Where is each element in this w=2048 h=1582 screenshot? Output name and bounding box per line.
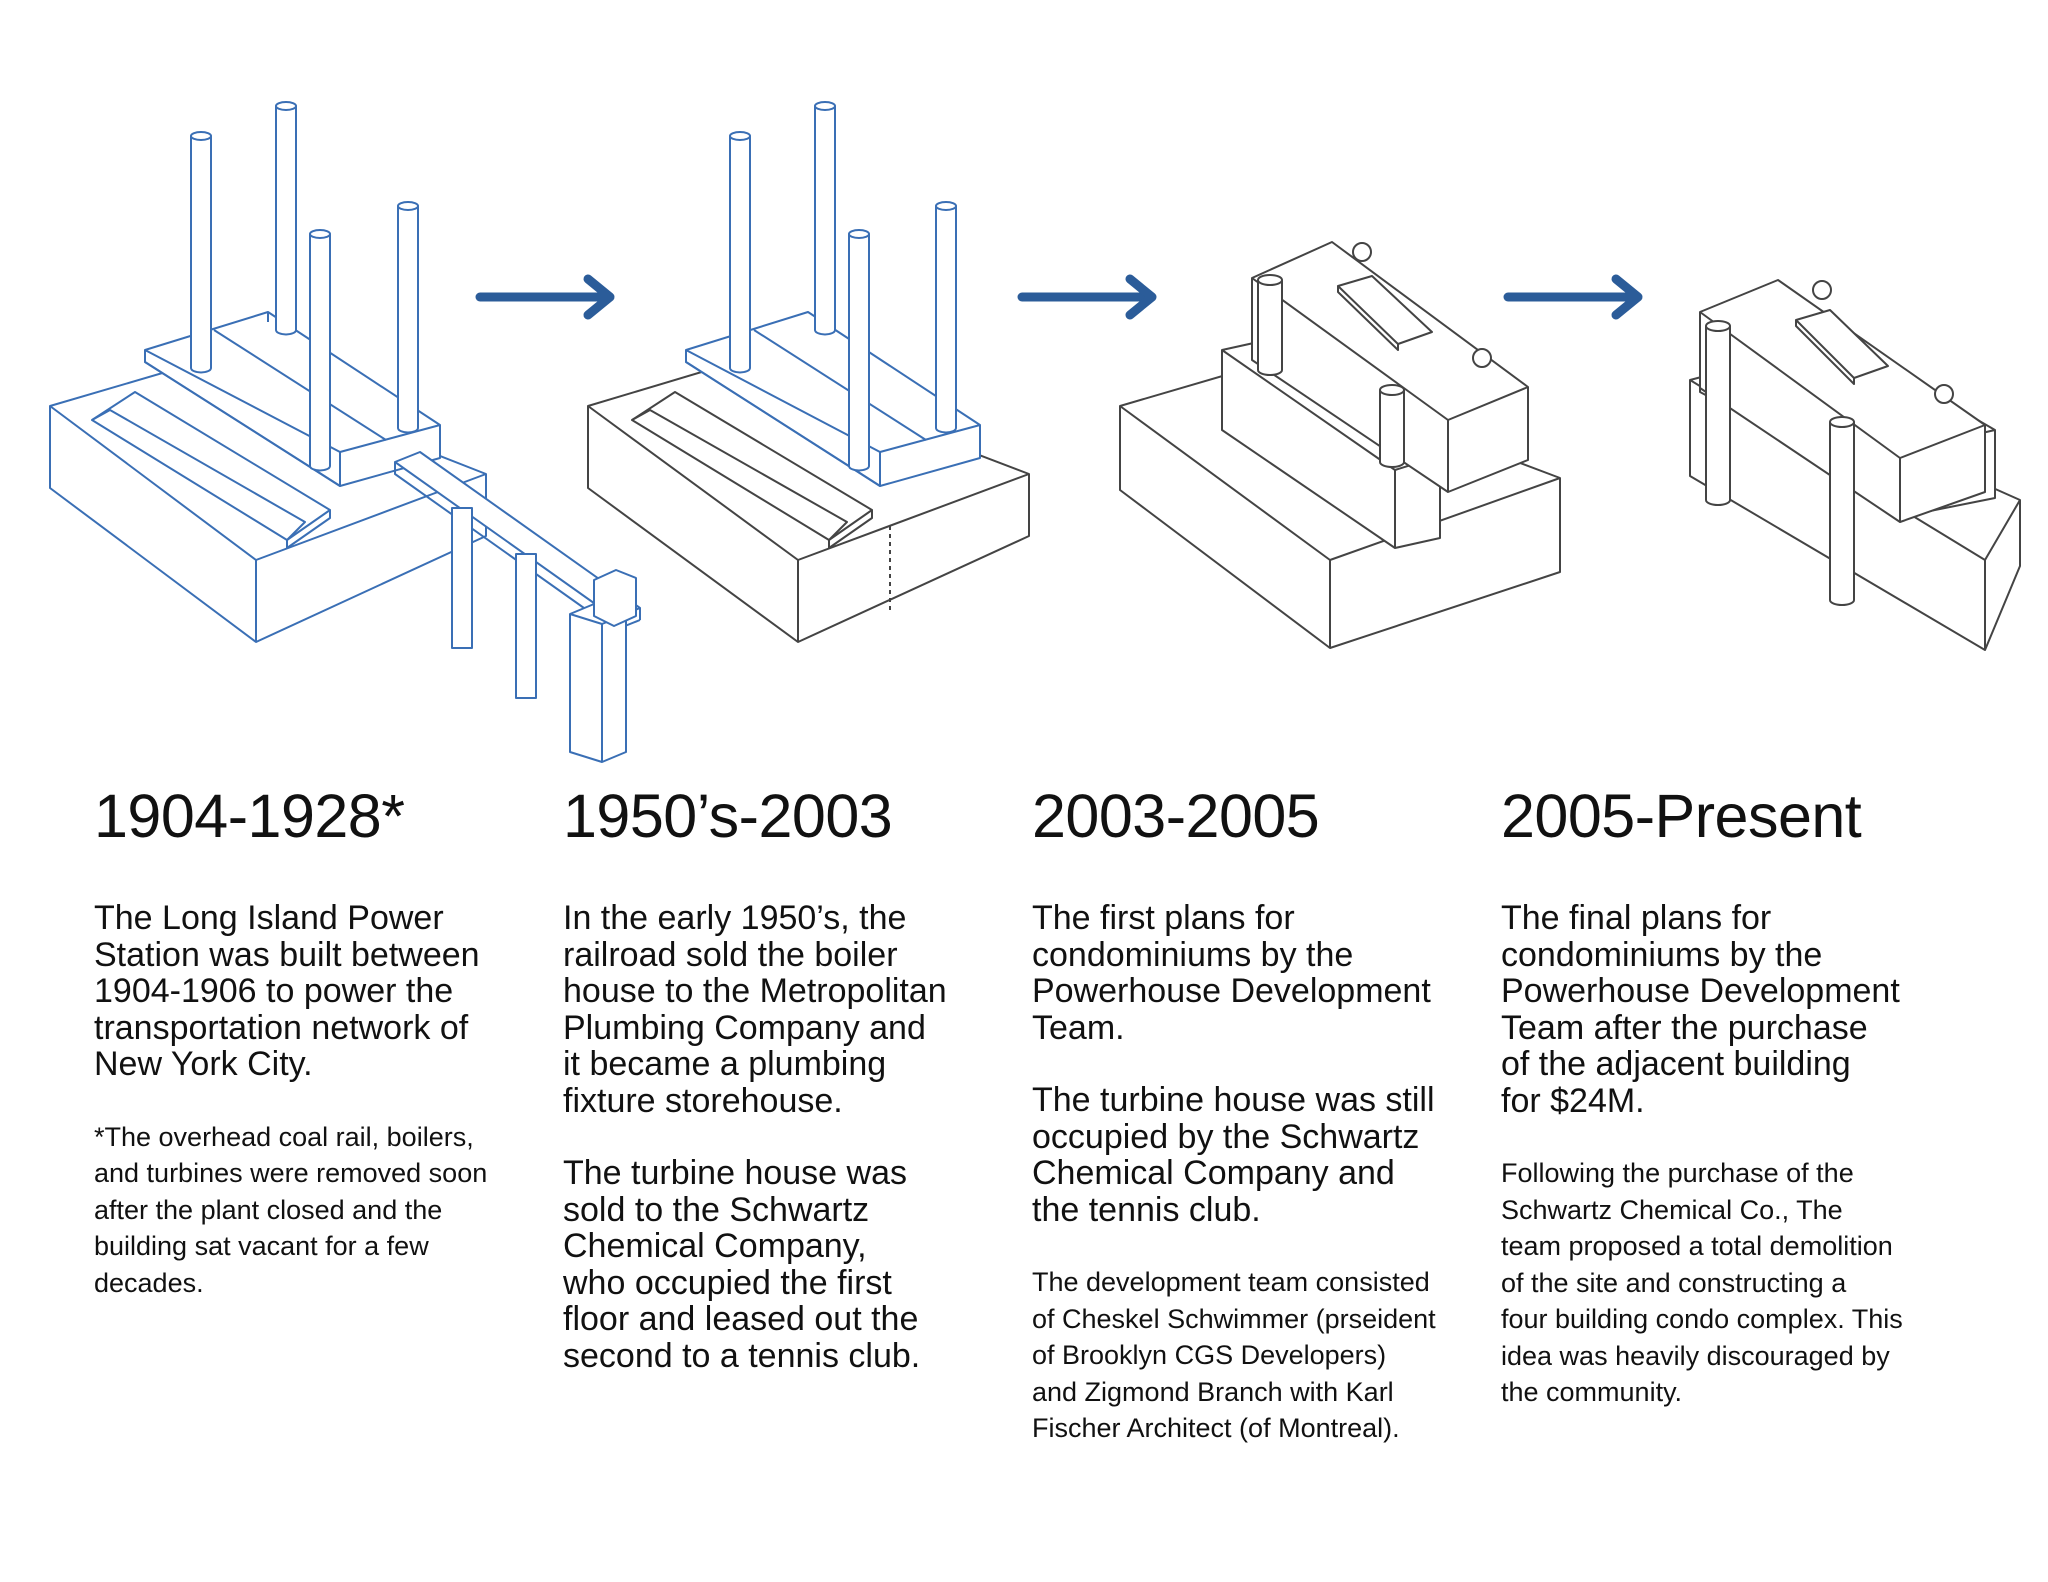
timeline-stage-1950s: 1950’s-2003 In the early 1950’s, the rai… <box>563 780 1003 1410</box>
stage-description: The first plans for condominiums by the … <box>1032 899 1431 1047</box>
timeline-stage-1904: 1904-1928* The Long Island Power Station… <box>94 780 534 1301</box>
stage-footnote: Following the purchase of the Schwartz C… <box>1501 1158 1903 1407</box>
era-heading: 2005-Present <box>1501 782 1862 850</box>
arrow-right-icon <box>1017 274 1157 320</box>
building-1904-illustration <box>49 101 641 763</box>
stage-footnote: The development team consisted of Cheske… <box>1032 1267 1436 1443</box>
era-heading: 2003-2005 <box>1032 782 1320 850</box>
stage-description: The turbine house was still occupied by … <box>1032 1081 1435 1229</box>
arrows <box>475 274 1643 320</box>
era-heading: 1950’s-2003 <box>563 782 893 850</box>
building-2003-illustration <box>1119 241 1561 649</box>
stage-description: The turbine house was sold to the Schwar… <box>563 1154 921 1375</box>
timeline-stage-2003: 2003-2005 The first plans for condominiu… <box>1032 780 1472 1447</box>
stage-description: In the early 1950’s, the railroad sold t… <box>563 899 947 1120</box>
era-heading: 1904-1928* <box>94 782 405 850</box>
stage-footnote: *The overhead coal rail, boilers, and tu… <box>94 1121 488 1298</box>
building-1950s-illustration <box>587 101 1030 643</box>
stage-description: The Long Island Power Station was built … <box>94 899 480 1083</box>
building-2005-illustration <box>1689 279 2021 651</box>
timeline-stage-2005: 2005-Present The final plans for condomi… <box>1501 780 1941 1411</box>
arrow-right-icon <box>475 274 615 320</box>
stage-description: The final plans for condominiums by the … <box>1501 899 1900 1120</box>
isometric-diagrams <box>49 101 2021 763</box>
arrow-right-icon <box>1503 274 1643 320</box>
